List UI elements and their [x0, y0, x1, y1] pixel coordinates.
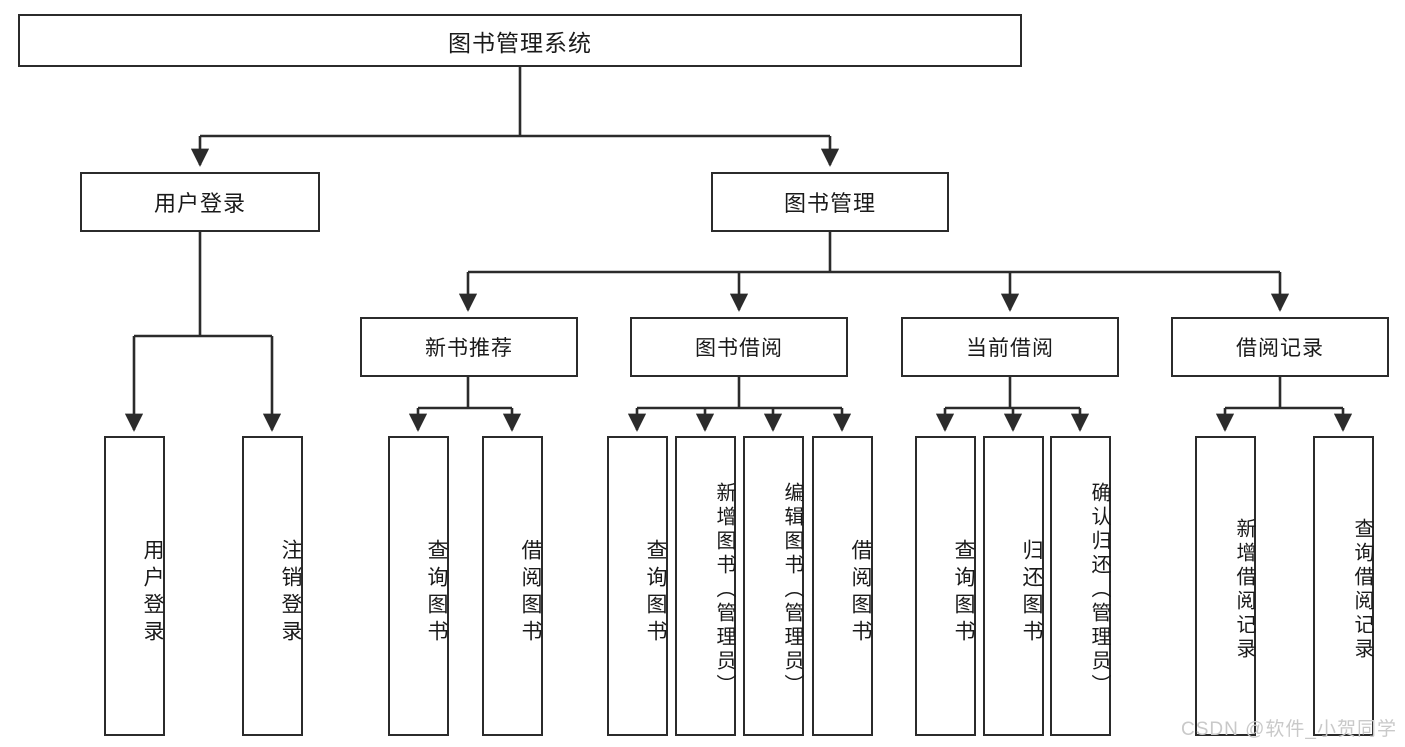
- leaf-user-login[interactable]: 用户登录: [104, 436, 165, 736]
- leaf-borrow-book-recommend[interactable]: 借阅图书: [482, 436, 543, 736]
- leaf-add-book-admin[interactable]: 新增图书（管理员）: [675, 436, 736, 736]
- leaf-borrow-book[interactable]: 借阅图书: [812, 436, 873, 736]
- leaf-query-borrow-record[interactable]: 查询借阅记录: [1313, 436, 1374, 736]
- node-current-borrow[interactable]: 当前借阅: [901, 317, 1119, 377]
- leaf-query-book-recommend[interactable]: 查询图书: [388, 436, 449, 736]
- watermark-text: CSDN @软件_小贺同学: [1181, 719, 1397, 740]
- node-book-management[interactable]: 图书管理: [711, 172, 949, 232]
- node-user-login[interactable]: 用户登录: [80, 172, 320, 232]
- leaf-edit-book-admin[interactable]: 编辑图书（管理员）: [743, 436, 804, 736]
- leaf-query-book-current[interactable]: 查询图书: [915, 436, 976, 736]
- node-new-book-recommend[interactable]: 新书推荐: [360, 317, 578, 377]
- node-borrow-record[interactable]: 借阅记录: [1171, 317, 1389, 377]
- leaf-query-book-borrow[interactable]: 查询图书: [607, 436, 668, 736]
- leaf-return-book[interactable]: 归还图书: [983, 436, 1044, 736]
- leaf-add-borrow-record[interactable]: 新增借阅记录: [1195, 436, 1256, 736]
- leaf-logout[interactable]: 注销登录: [242, 436, 303, 736]
- node-book-borrow[interactable]: 图书借阅: [630, 317, 848, 377]
- leaf-confirm-return-admin[interactable]: 确认归还（管理员）: [1050, 436, 1111, 736]
- node-root-system[interactable]: 图书管理系统: [18, 14, 1022, 67]
